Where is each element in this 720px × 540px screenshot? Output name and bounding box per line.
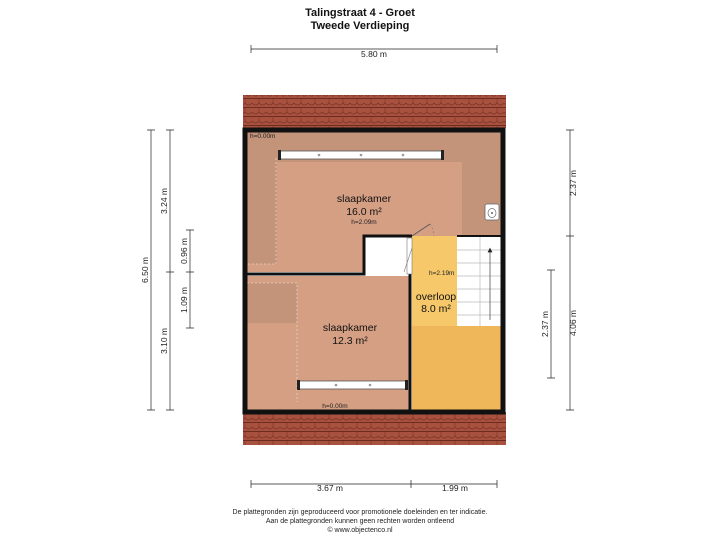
dim-left-outer: 6.50 m — [140, 129, 155, 411]
disclaimer-line-3: © www.objectenco.nl — [327, 527, 393, 534]
dim-right-lower-label: 2.37 m — [540, 311, 550, 337]
dim-right-inner: 2.37 m — [540, 269, 555, 379]
landing-area: 8.0 m² — [421, 303, 451, 315]
address-title: Talingstraat 4 - Groet — [305, 7, 415, 19]
dim-left-mid-upper-label: 0.96 m — [179, 238, 189, 264]
height-label-top-left: h=0.00m — [250, 133, 275, 140]
bedroom2-name: slaapkamer — [323, 322, 378, 334]
landing-height: h=2.19m — [429, 270, 454, 277]
dim-top-label: 5.80 m — [361, 49, 387, 59]
bedroom1-slope-left — [247, 162, 277, 264]
disclaimer: De plattegronden zijn geproduceerd voor … — [0, 508, 720, 535]
knee-wall-line-1 — [247, 158, 277, 265]
dim-left-inner: 0.96 m 1.09 m — [179, 229, 194, 329]
dim-right-upper-label: 2.37 m — [568, 170, 578, 196]
bedroom1-height: h=2.09m — [351, 219, 376, 226]
roof-tiles-bottom — [243, 412, 506, 445]
dim-bottom-left-label: 3.67 m — [317, 483, 343, 493]
disclaimer-line-2: Aan de plattegronden kunnen geen rechten… — [265, 518, 455, 525]
bedroom1-name: slaapkamer — [337, 193, 392, 205]
dim-bottom: 3.67 m 1.99 m — [250, 480, 498, 493]
interior-wall-bedroom1 — [245, 234, 412, 276]
plan-title: Talingstraat 4 - Groet Tweede Verdieping — [0, 7, 720, 33]
dim-top: 5.80 m — [250, 45, 498, 59]
bedroom2-area: 12.3 m² — [332, 335, 368, 347]
skylight-bedroom2 — [297, 380, 408, 390]
dim-left-mid-lower-label: 1.09 m — [179, 287, 189, 313]
staircase — [457, 236, 501, 326]
dim-right-outer: 2.37 m 4.06 m — [566, 129, 578, 411]
door[interactable] — [403, 223, 435, 275]
dim-bottom-right-label: 1.99 m — [442, 483, 468, 493]
sink-icon — [484, 203, 500, 221]
dim-left-upper-label: 3.24 m — [159, 188, 169, 214]
bedroom1-area: 16.0 m² — [346, 206, 382, 218]
bedroom1-slope-right — [462, 162, 501, 236]
landing-light — [412, 236, 457, 326]
roof-tiles-top — [243, 95, 506, 128]
dim-left-total-label: 6.50 m — [140, 257, 150, 283]
disclaimer-line-1: De plattegronden zijn geproduceerd voor … — [232, 509, 488, 516]
floor-title: Tweede Verdieping — [310, 20, 410, 32]
landing-name: overloop — [416, 291, 456, 303]
height-label-bottom: h=0.00m — [322, 403, 347, 410]
skylight-bedroom1 — [278, 150, 444, 160]
dim-right-total-label: 4.06 m — [568, 310, 578, 336]
dim-left-lower-label: 3.10 m — [159, 328, 169, 354]
bedroom2-slope-left — [247, 283, 297, 323]
dim-left-middle: 3.24 m 3.10 m — [159, 129, 174, 411]
knee-wall-line-2 — [247, 282, 298, 402]
outer-walls — [242, 127, 506, 415]
